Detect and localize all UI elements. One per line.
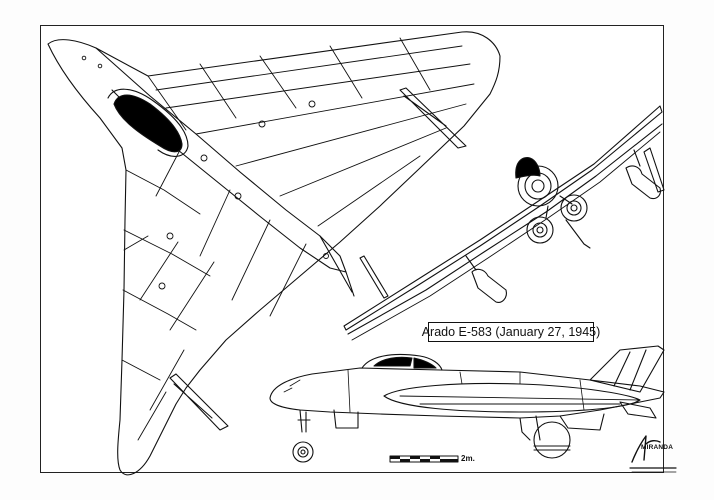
plan-view-right-fin [399, 87, 467, 149]
drawing-title: Arado E-583 (January 27, 1945) [421, 325, 601, 339]
side-view-fuselage [269, 367, 665, 419]
side-view-ventral-fin [559, 413, 605, 431]
side-view-wing-root [399, 395, 641, 405]
side-view-canopy-glass [373, 356, 437, 369]
plan-view-panel-lines [121, 37, 475, 441]
side-view [269, 345, 665, 463]
front-view [343, 105, 665, 341]
front-view-wing [343, 105, 663, 335]
side-view-main-gear [519, 415, 541, 441]
scale-label: 2m. [461, 454, 475, 463]
side-view-nose-wheel [292, 441, 314, 463]
front-view-canopy [515, 156, 541, 179]
front-view-right-fin [643, 147, 665, 193]
plan-view-access-points [81, 55, 329, 290]
side-view-panel-lines [283, 369, 585, 413]
front-view-intake [524, 172, 552, 200]
plan-view-fuselage [95, 47, 347, 273]
front-view-wing-lower [351, 131, 661, 341]
side-view-exhaust [619, 401, 657, 419]
side-view-canopy [361, 353, 443, 371]
front-view-wheel-right [560, 194, 588, 222]
front-view-wheel-left [526, 216, 554, 244]
front-view-gear-struts [545, 195, 591, 249]
plan-view-left-fin [169, 373, 229, 431]
side-view-fin [589, 345, 665, 393]
scale-bar [389, 455, 459, 463]
plan-view-canopy [113, 94, 183, 153]
front-view-left-fin [359, 255, 389, 299]
signature-text: MIRANDA [641, 444, 674, 451]
side-view-ventral-bay [333, 409, 359, 429]
front-view-tip-pod-left [465, 255, 507, 303]
front-view-spinner [531, 179, 545, 193]
front-view-tip-pod-right [625, 149, 661, 200]
side-view-nose-gear [297, 409, 311, 433]
plan-view-outline [47, 31, 501, 476]
side-view-main-wheel [533, 421, 571, 459]
plan-view-canopy-frame [107, 88, 189, 157]
signature-logo [629, 435, 677, 473]
title-box: Arado E-583 (January 27, 1945) [422, 322, 600, 342]
plan-view [47, 31, 501, 476]
plan-view-exhaust [319, 235, 355, 297]
